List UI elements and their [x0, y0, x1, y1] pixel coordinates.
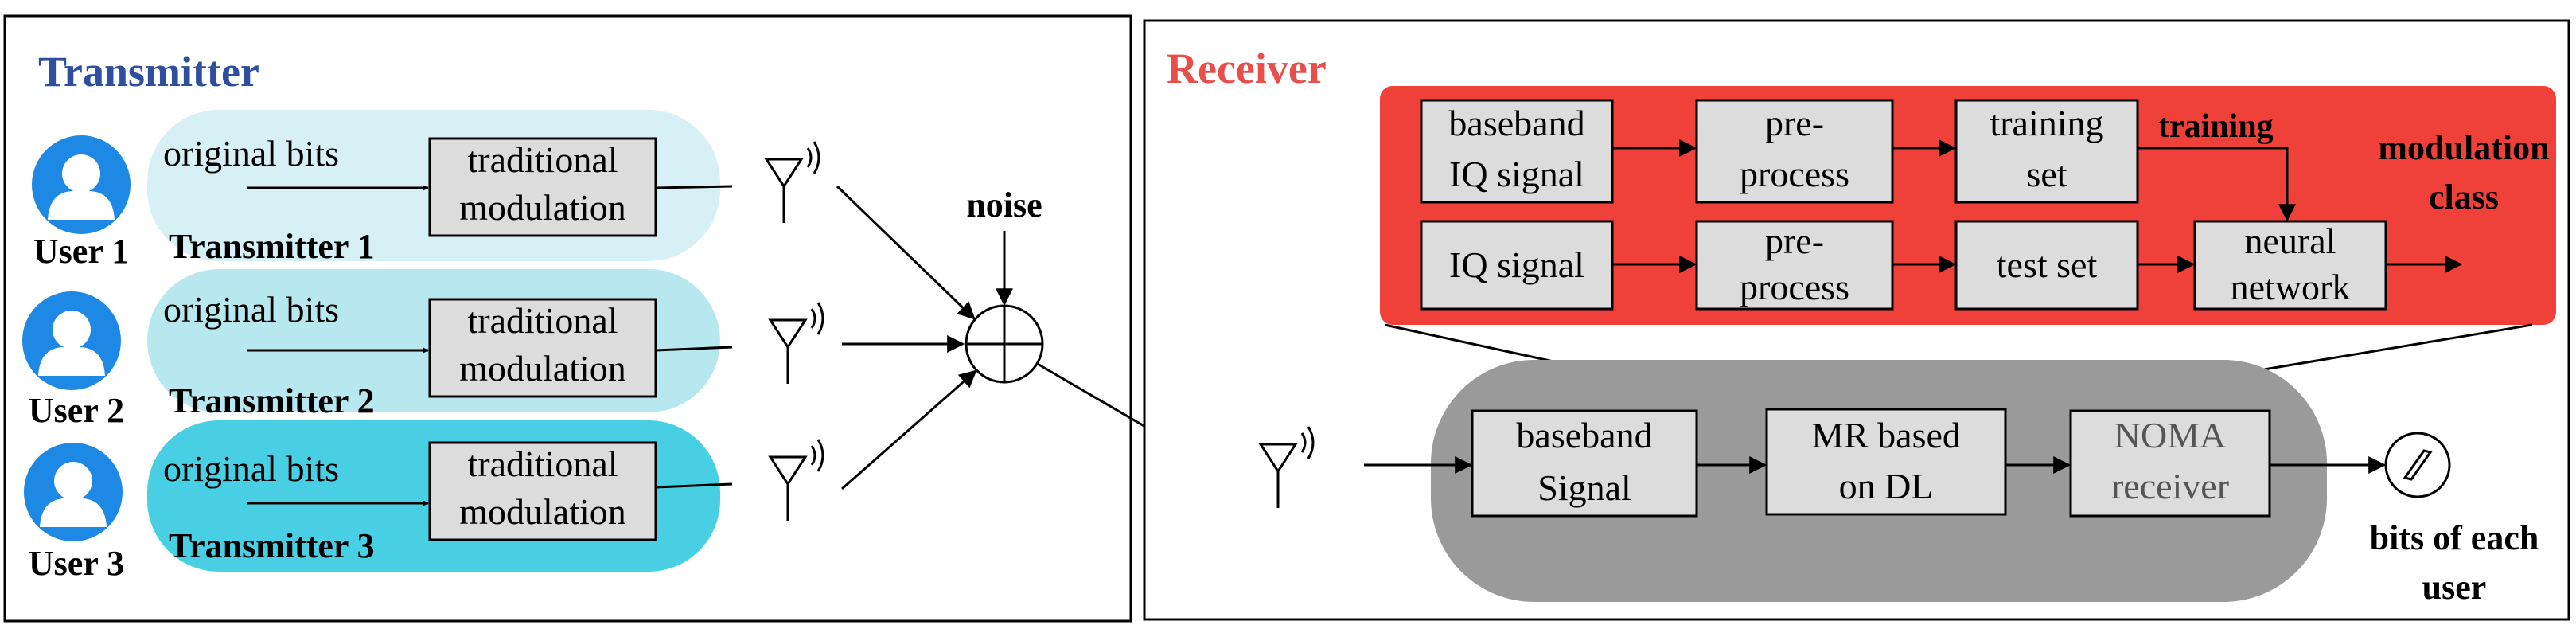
tx1-to-sum-arrow: [836, 185, 976, 320]
test-set-label: test set: [1997, 244, 2098, 285]
output-node-needle: [2403, 449, 2433, 481]
iq-signal-label: IQ signal: [1449, 244, 1584, 285]
baseband-iq-box: [1420, 99, 1614, 204]
mr-dl-line1: MR based: [1811, 415, 1961, 455]
mr-dl-box: [1765, 408, 2007, 516]
modulation-2-line2: modulation: [459, 348, 626, 389]
neural-network-box: [2193, 220, 2387, 311]
training-set-box: [1954, 99, 2139, 204]
receiver-title: Receiver: [1167, 45, 1327, 92]
modulation-3-to-antenna-line: [655, 482, 733, 489]
test-set-box: [1954, 220, 2139, 311]
baseband-signal-line1: baseband: [1516, 415, 1652, 455]
transmitter-3-label: Transmitter 3: [169, 526, 375, 565]
user-3-bits-label: original bits: [163, 448, 339, 489]
transmitter-2-label: Transmitter 2: [169, 381, 375, 420]
modulation-3-box: [428, 441, 657, 541]
baseband-signal-line2: Signal: [1537, 467, 1631, 508]
preprocess-train-box: [1695, 99, 1894, 204]
user-3-label: User 3: [29, 544, 124, 583]
modulation-class-line2: class: [2429, 178, 2499, 217]
transmitter-title: Transmitter: [38, 48, 259, 96]
baseband-iq-line1: baseband: [1448, 103, 1584, 143]
user-2-label: User 2: [29, 391, 124, 430]
iq-signal-box: [1420, 220, 1614, 311]
trainingset-to-network-arrow: [2138, 147, 2296, 222]
baseband-signal-box: [1471, 409, 1698, 518]
modulation-3-line2: modulation: [459, 491, 626, 532]
noma-receiver-line2: receiver: [2111, 466, 2229, 506]
baseband-iq-line2: IQ signal: [1449, 154, 1584, 194]
transmitter-1-label: Transmitter 1: [169, 227, 375, 266]
preprocess-test-line2: process: [1740, 267, 1849, 307]
modulation-1-line1: traditional: [467, 139, 618, 180]
neural-network-line2: network: [2231, 267, 2351, 307]
user-1-label: User 1: [33, 232, 129, 271]
tx3-to-sum-arrow: [841, 369, 977, 490]
modulation-3-line1: traditional: [467, 443, 618, 484]
preprocess-test-line1: pre-: [1765, 221, 1824, 261]
user-2-bits-label: original bits: [163, 289, 339, 330]
modulation-class-line1: modulation: [2378, 128, 2549, 167]
bits-each-user-line1: bits of each: [2370, 518, 2539, 557]
training-set-line2: set: [2026, 154, 2067, 194]
modulation-2-line1: traditional: [467, 300, 618, 341]
noma-receiver-box: [2069, 409, 2271, 518]
modulation-2-box: [428, 298, 657, 398]
mr-dl-line2: on DL: [1839, 466, 1934, 506]
modulation-2-to-antenna-line: [655, 346, 733, 352]
user-2-icon: [22, 291, 121, 390]
neural-network-line1: neural: [2245, 221, 2336, 261]
user-1-bits-label: original bits: [163, 133, 339, 174]
user-1-icon: [32, 135, 131, 234]
modulation-1-to-antenna-line: [655, 185, 733, 189]
noise-label: noise: [966, 186, 1042, 225]
training-arrow-label: training: [2158, 108, 2274, 145]
training-set-line1: training: [1989, 103, 2103, 143]
noma-receiver-line1: NOMA: [2114, 415, 2227, 455]
preprocess-train-line2: process: [1740, 154, 1849, 194]
bits-each-user-line2: user: [2422, 568, 2487, 607]
preprocess-train-line1: pre-: [1765, 103, 1824, 143]
user-3-icon: [24, 443, 123, 541]
modulation-1-line2: modulation: [459, 187, 626, 228]
